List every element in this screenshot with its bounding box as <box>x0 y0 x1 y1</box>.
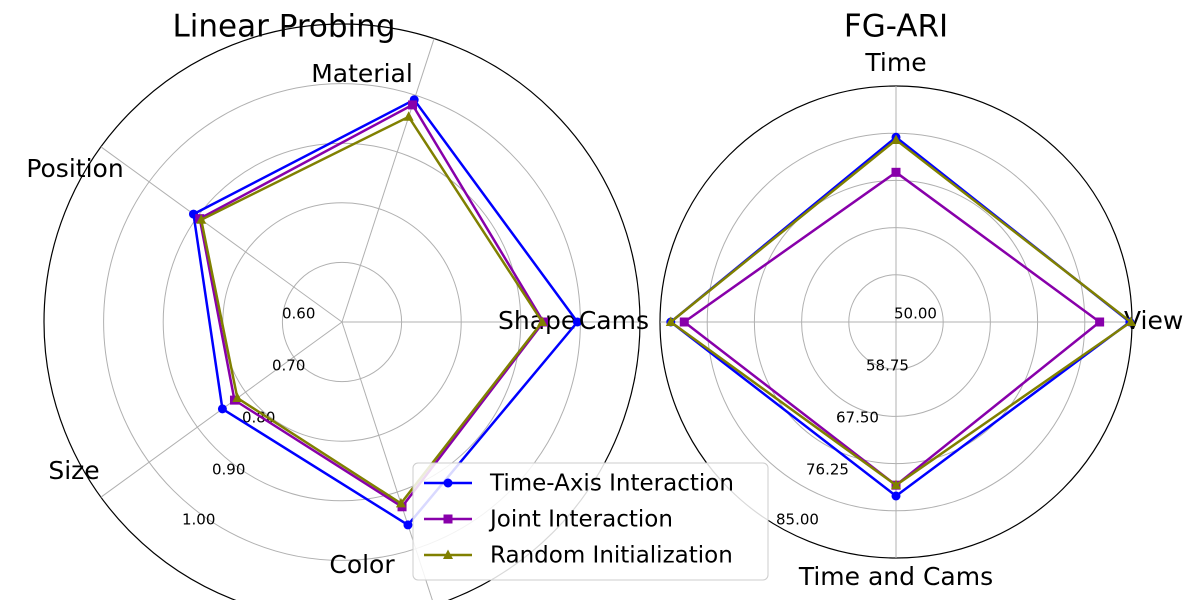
axis-label-time: Time <box>864 48 926 77</box>
tick-label: 67.50 <box>836 409 879 427</box>
data-point-triangle <box>891 479 901 490</box>
tick-label: 85.00 <box>776 511 819 529</box>
series-joint-interaction <box>195 100 548 512</box>
tick-label: 0.70 <box>272 357 305 375</box>
axis-label-time-and-cams: Time and Cams <box>798 562 993 591</box>
tick-label: 50.00 <box>894 305 937 323</box>
tick-label: 1.00 <box>182 511 215 529</box>
legend-box <box>412 462 769 581</box>
radar-chart-1: FG-ARI50.0058.7567.5076.2585.00ViewTimeC… <box>579 9 1183 592</box>
data-point-circle <box>891 491 901 501</box>
tick-label: 58.75 <box>866 357 909 375</box>
tick-label: 76.25 <box>806 461 849 479</box>
data-point-triangle <box>537 316 548 326</box>
data-point-square <box>443 514 453 524</box>
legend-label: Random Initialization <box>490 543 733 569</box>
series-random-initialization <box>196 111 548 508</box>
chart-title: FG-ARI <box>844 9 948 45</box>
data-point-triangle <box>891 134 901 144</box>
axis-label-size: Size <box>48 456 99 485</box>
axis-label-material: Material <box>311 59 413 88</box>
data-point-triangle <box>403 111 414 121</box>
data-point-square <box>679 317 689 327</box>
data-point-circle <box>217 404 227 414</box>
data-point-square <box>891 167 901 177</box>
legend-entry: Joint Interaction <box>424 507 673 533</box>
legend-entry: Random Initialization <box>424 543 733 569</box>
legend-entry: Time-Axis Interaction <box>424 471 734 497</box>
data-point-triangle <box>196 214 207 224</box>
series-random-initialization <box>665 134 1136 490</box>
tick-label: 0.60 <box>282 305 315 323</box>
axis-label-position: Position <box>26 154 123 183</box>
data-point-square <box>1095 317 1105 327</box>
axis-spoke <box>341 38 435 323</box>
tick-label: 0.90 <box>212 461 245 479</box>
data-point-triangle <box>395 497 406 508</box>
axis-label-color: Color <box>329 550 395 579</box>
data-point-circle <box>572 317 582 327</box>
data-point-circle <box>443 478 453 488</box>
axis-spoke <box>100 146 343 323</box>
data-point-triangle <box>665 316 676 326</box>
axis-label-cams: Cams <box>579 306 649 335</box>
legend-label: Time-Axis Interaction <box>489 471 734 497</box>
series-joint-interaction <box>679 167 1105 490</box>
series-line <box>198 103 545 509</box>
data-point-triangle <box>232 392 243 403</box>
data-point-triangle <box>1125 316 1136 326</box>
data-point-square <box>408 100 418 110</box>
data-point-triangle <box>443 549 453 559</box>
legend-label: Joint Interaction <box>488 507 673 533</box>
series-line <box>199 115 544 505</box>
data-point-circle <box>403 520 413 530</box>
chart-title: Linear Probing <box>173 9 396 45</box>
